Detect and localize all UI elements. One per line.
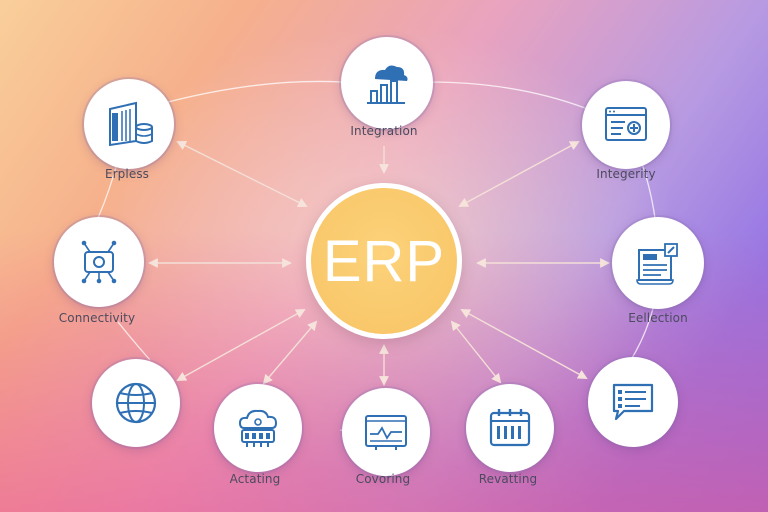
node-integration [341, 37, 433, 129]
label-integration: Integration [350, 124, 418, 138]
node-globe [92, 359, 180, 447]
label-erpless: Erpless [104, 167, 150, 181]
chat-bubble-icon [612, 383, 654, 421]
label-eellection: Eellection [628, 311, 688, 325]
server-database-icon [109, 101, 153, 147]
node-integrity [582, 81, 670, 169]
browser-window-icon [605, 107, 647, 141]
dashboard-icon [365, 415, 407, 450]
node-chat [588, 357, 678, 447]
node-eellection [612, 217, 704, 309]
cloud-chart-icon [367, 65, 408, 104]
node-revatting [466, 384, 554, 472]
document-icon [636, 243, 678, 285]
globe-icon [115, 382, 157, 424]
cloud-server-icon [238, 409, 278, 447]
node-covoring [342, 388, 430, 476]
hub-label: ERP [322, 228, 446, 294]
label-connectivity: Connectivity [58, 311, 136, 325]
node-connectivity [54, 217, 144, 307]
node-actating [214, 384, 302, 472]
network-icon [81, 240, 117, 284]
label-integrity: Integerity [596, 167, 656, 181]
erp-hub: ERP [306, 183, 462, 339]
label-revatting: Revatting [478, 472, 538, 486]
spokes [148, 141, 610, 386]
node-erpless [84, 79, 174, 169]
label-covoring: Covoring [355, 472, 411, 486]
label-actating: Actating [229, 472, 281, 486]
calendar-icon [489, 409, 531, 447]
